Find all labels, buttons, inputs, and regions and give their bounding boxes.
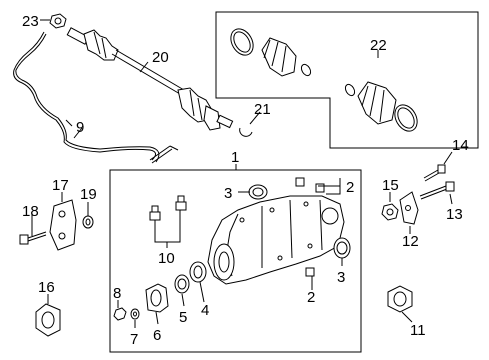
mount-bracket-icon <box>49 199 77 251</box>
differential-housing-icon <box>207 195 345 285</box>
callout-7: 7 <box>130 331 138 348</box>
leader-lines <box>31 19 453 328</box>
callout-19: 19 <box>80 186 97 203</box>
callout-18: 18 <box>22 203 39 220</box>
boot-kit-box <box>215 11 479 149</box>
inner-boot-kit-icon <box>230 28 312 77</box>
long-bolt-icon <box>419 181 455 200</box>
callout-8: 8 <box>113 285 121 302</box>
callout-21: 21 <box>254 101 271 118</box>
callout-15: 15 <box>382 177 399 194</box>
callout-16: 16 <box>38 279 55 296</box>
callout-22: 22 <box>370 37 387 54</box>
callout-13: 13 <box>446 206 463 223</box>
bushing-icon <box>82 215 94 229</box>
callout-14: 14 <box>452 137 469 154</box>
snap-ring-icon <box>239 127 253 137</box>
nut-icon <box>49 13 67 29</box>
axle-seal-icon <box>248 184 268 200</box>
callout-labels: 23 20 9 21 22 1 3 2 2 3 4 5 6 7 8 10 17 … <box>22 13 469 348</box>
axle-seal-icon <box>333 237 351 259</box>
callout-17: 17 <box>52 177 69 194</box>
drain-plug-icon <box>295 177 325 277</box>
pinion-seal-icon <box>189 261 207 283</box>
callout-4: 4 <box>201 302 209 319</box>
half-shaft-icon <box>66 27 234 131</box>
callout-10: 10 <box>158 250 175 267</box>
companion-flange-icon <box>145 283 169 313</box>
bracket-nut-icon <box>381 203 399 221</box>
vent-hose-icon <box>13 31 179 164</box>
pinion-nut-icon <box>113 307 127 321</box>
callout-23: 23 <box>22 13 39 30</box>
large-bushing-icon <box>35 303 61 337</box>
spacer-ring-icon <box>174 274 190 294</box>
callout-2-bottom: 2 <box>307 289 315 306</box>
callout-6: 6 <box>153 327 161 344</box>
washer-icon <box>130 308 140 320</box>
support-bracket-icon <box>399 191 419 225</box>
callout-12: 12 <box>402 233 419 250</box>
bolt-icon <box>19 231 47 245</box>
breather-vent-icon <box>149 195 187 221</box>
callout-5: 5 <box>179 309 187 326</box>
callout-9: 9 <box>76 119 84 136</box>
callout-3-bottom: 3 <box>337 269 345 286</box>
rear-mount-icon <box>387 285 413 313</box>
outer-boot-kit-icon <box>344 81 418 132</box>
callout-11: 11 <box>410 322 426 339</box>
callout-1: 1 <box>231 149 239 166</box>
callout-20: 20 <box>152 49 169 66</box>
callout-2-top: 2 <box>346 179 354 196</box>
short-bolt-icon <box>423 164 446 182</box>
callout-3-top: 3 <box>224 185 232 202</box>
